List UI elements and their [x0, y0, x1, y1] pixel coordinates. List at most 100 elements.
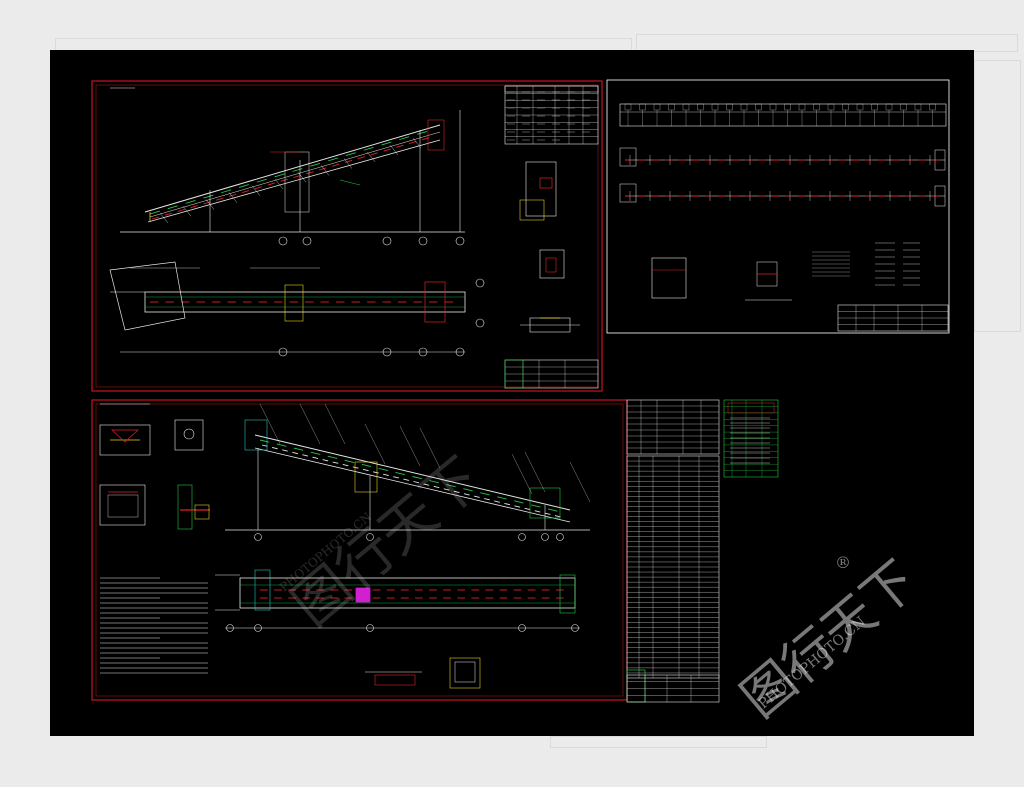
gallery-green-stripe — [446, 484, 456, 488]
conveyor-red-stripe — [267, 182, 275, 186]
grid-bubble — [475, 318, 485, 328]
grid-bubble — [475, 278, 485, 288]
grid-bubble — [382, 347, 392, 357]
background-sheet-bottom — [550, 736, 767, 748]
grid-bubble — [541, 533, 549, 541]
gallery-green-stripe — [361, 463, 372, 468]
cad-drawing-canvas[interactable] — [50, 50, 974, 736]
truss-end-block — [934, 185, 946, 207]
grid-bubble — [418, 236, 428, 246]
gallery-white-stripe — [271, 446, 278, 450]
gallery-plan-outline — [239, 577, 576, 609]
conveyor-red-stripe — [331, 163, 340, 167]
bill-of-materials-header — [626, 399, 720, 455]
conveyor-red-stripe — [370, 152, 378, 156]
leader-line — [259, 403, 281, 445]
gallery-white-stripe — [514, 505, 521, 508]
truss-node — [813, 103, 820, 111]
truss-web — [343, 158, 353, 169]
truss-web — [251, 185, 261, 196]
leader-line — [511, 453, 533, 495]
conveyor-mid-chord — [149, 131, 441, 218]
gallery-white-stripe — [554, 515, 561, 518]
gallery-white-stripe — [433, 485, 440, 489]
conveyor-red-stripe — [151, 216, 160, 220]
gallery-mid-tower — [354, 461, 378, 493]
gallery-green-stripe — [378, 467, 389, 472]
gallery-bottom-detail-a — [374, 674, 416, 686]
gallery-white-stripe — [322, 459, 329, 462]
truss-node — [682, 103, 690, 111]
spec-table-header — [504, 85, 599, 93]
grid-bubble — [278, 347, 288, 357]
truss-node — [668, 103, 675, 111]
gallery-bottom-detail-b-inner — [454, 661, 476, 683]
truss-node — [769, 103, 777, 111]
truss-node — [914, 103, 922, 111]
gallery-white-stripe — [453, 490, 460, 494]
gallery-head-detail — [244, 419, 268, 451]
leader-line — [419, 427, 441, 469]
conveyor-red-stripe — [293, 174, 301, 178]
slope-marker — [339, 179, 361, 186]
background-sheet-side — [974, 60, 1021, 332]
detail-section-b-red — [545, 257, 557, 273]
gallery-white-stripe — [473, 495, 480, 498]
gallery-white-stripe — [524, 507, 531, 511]
conveyor-red-stripe — [164, 212, 173, 216]
gallery-white-stripe — [413, 481, 420, 484]
gallery-white-stripe — [342, 464, 349, 467]
gallery-green-stripe — [395, 472, 405, 476]
conveyor-red-stripe — [280, 178, 288, 182]
gallery-cross-section — [99, 484, 146, 526]
conveyor-red-stripe — [241, 190, 250, 194]
detail-section-a-base — [519, 199, 545, 221]
detail-section-a — [525, 161, 557, 217]
grid-bubble — [254, 624, 262, 632]
grid-bubble — [366, 624, 374, 632]
gallery-white-stripe — [292, 451, 298, 455]
plan-conveyor-outline — [144, 291, 466, 313]
truss-node — [697, 103, 704, 111]
conveyor-green-stripe — [256, 178, 267, 183]
truss-web — [182, 206, 192, 217]
conveyor-red-stripe — [383, 148, 391, 152]
truss-node — [827, 103, 835, 111]
conveyor-red-stripe — [229, 193, 237, 197]
conveyor-red-stripe — [357, 156, 366, 160]
gallery-detail-a-idler — [111, 429, 139, 443]
leader-line — [399, 425, 421, 467]
gallery-green-stripe — [547, 508, 558, 512]
gallery-column-detail — [177, 484, 193, 530]
conveyor-red-stripe — [216, 197, 224, 201]
gallery-green-stripe — [327, 455, 338, 459]
truss-web — [412, 138, 422, 149]
gallery-plan-cyan — [254, 569, 271, 611]
gallery-white-stripe — [403, 478, 410, 481]
gallery-plan-magenta-block — [355, 587, 371, 603]
legend-red-header — [727, 402, 775, 414]
truss-end-block — [619, 183, 637, 203]
truss-web — [297, 172, 307, 183]
truss-web — [228, 192, 238, 203]
leader-line — [299, 403, 321, 445]
grid-bubble — [302, 236, 312, 246]
plan-tower — [284, 284, 304, 322]
gallery-tail-detail — [529, 487, 561, 519]
grid-bubble — [382, 236, 392, 246]
conveyor-bottom-chord — [147, 139, 441, 223]
gallery-top-chord — [254, 434, 571, 511]
gallery-green-stripe — [293, 447, 304, 451]
conveyor-green-stripe — [363, 146, 374, 151]
gallery-green-stripe — [480, 492, 490, 496]
conveyor-green-stripe — [345, 152, 356, 156]
gallery-white-stripe — [393, 476, 399, 479]
truss-node — [871, 103, 878, 111]
idler-circle — [183, 428, 195, 440]
grid-bubble — [518, 624, 526, 632]
grid-bubble — [278, 236, 288, 246]
truss-node — [929, 103, 936, 111]
gallery-white-stripe — [423, 483, 430, 486]
sheet-1-inner-frame — [95, 84, 599, 388]
conveyor-green-stripe — [292, 168, 303, 172]
